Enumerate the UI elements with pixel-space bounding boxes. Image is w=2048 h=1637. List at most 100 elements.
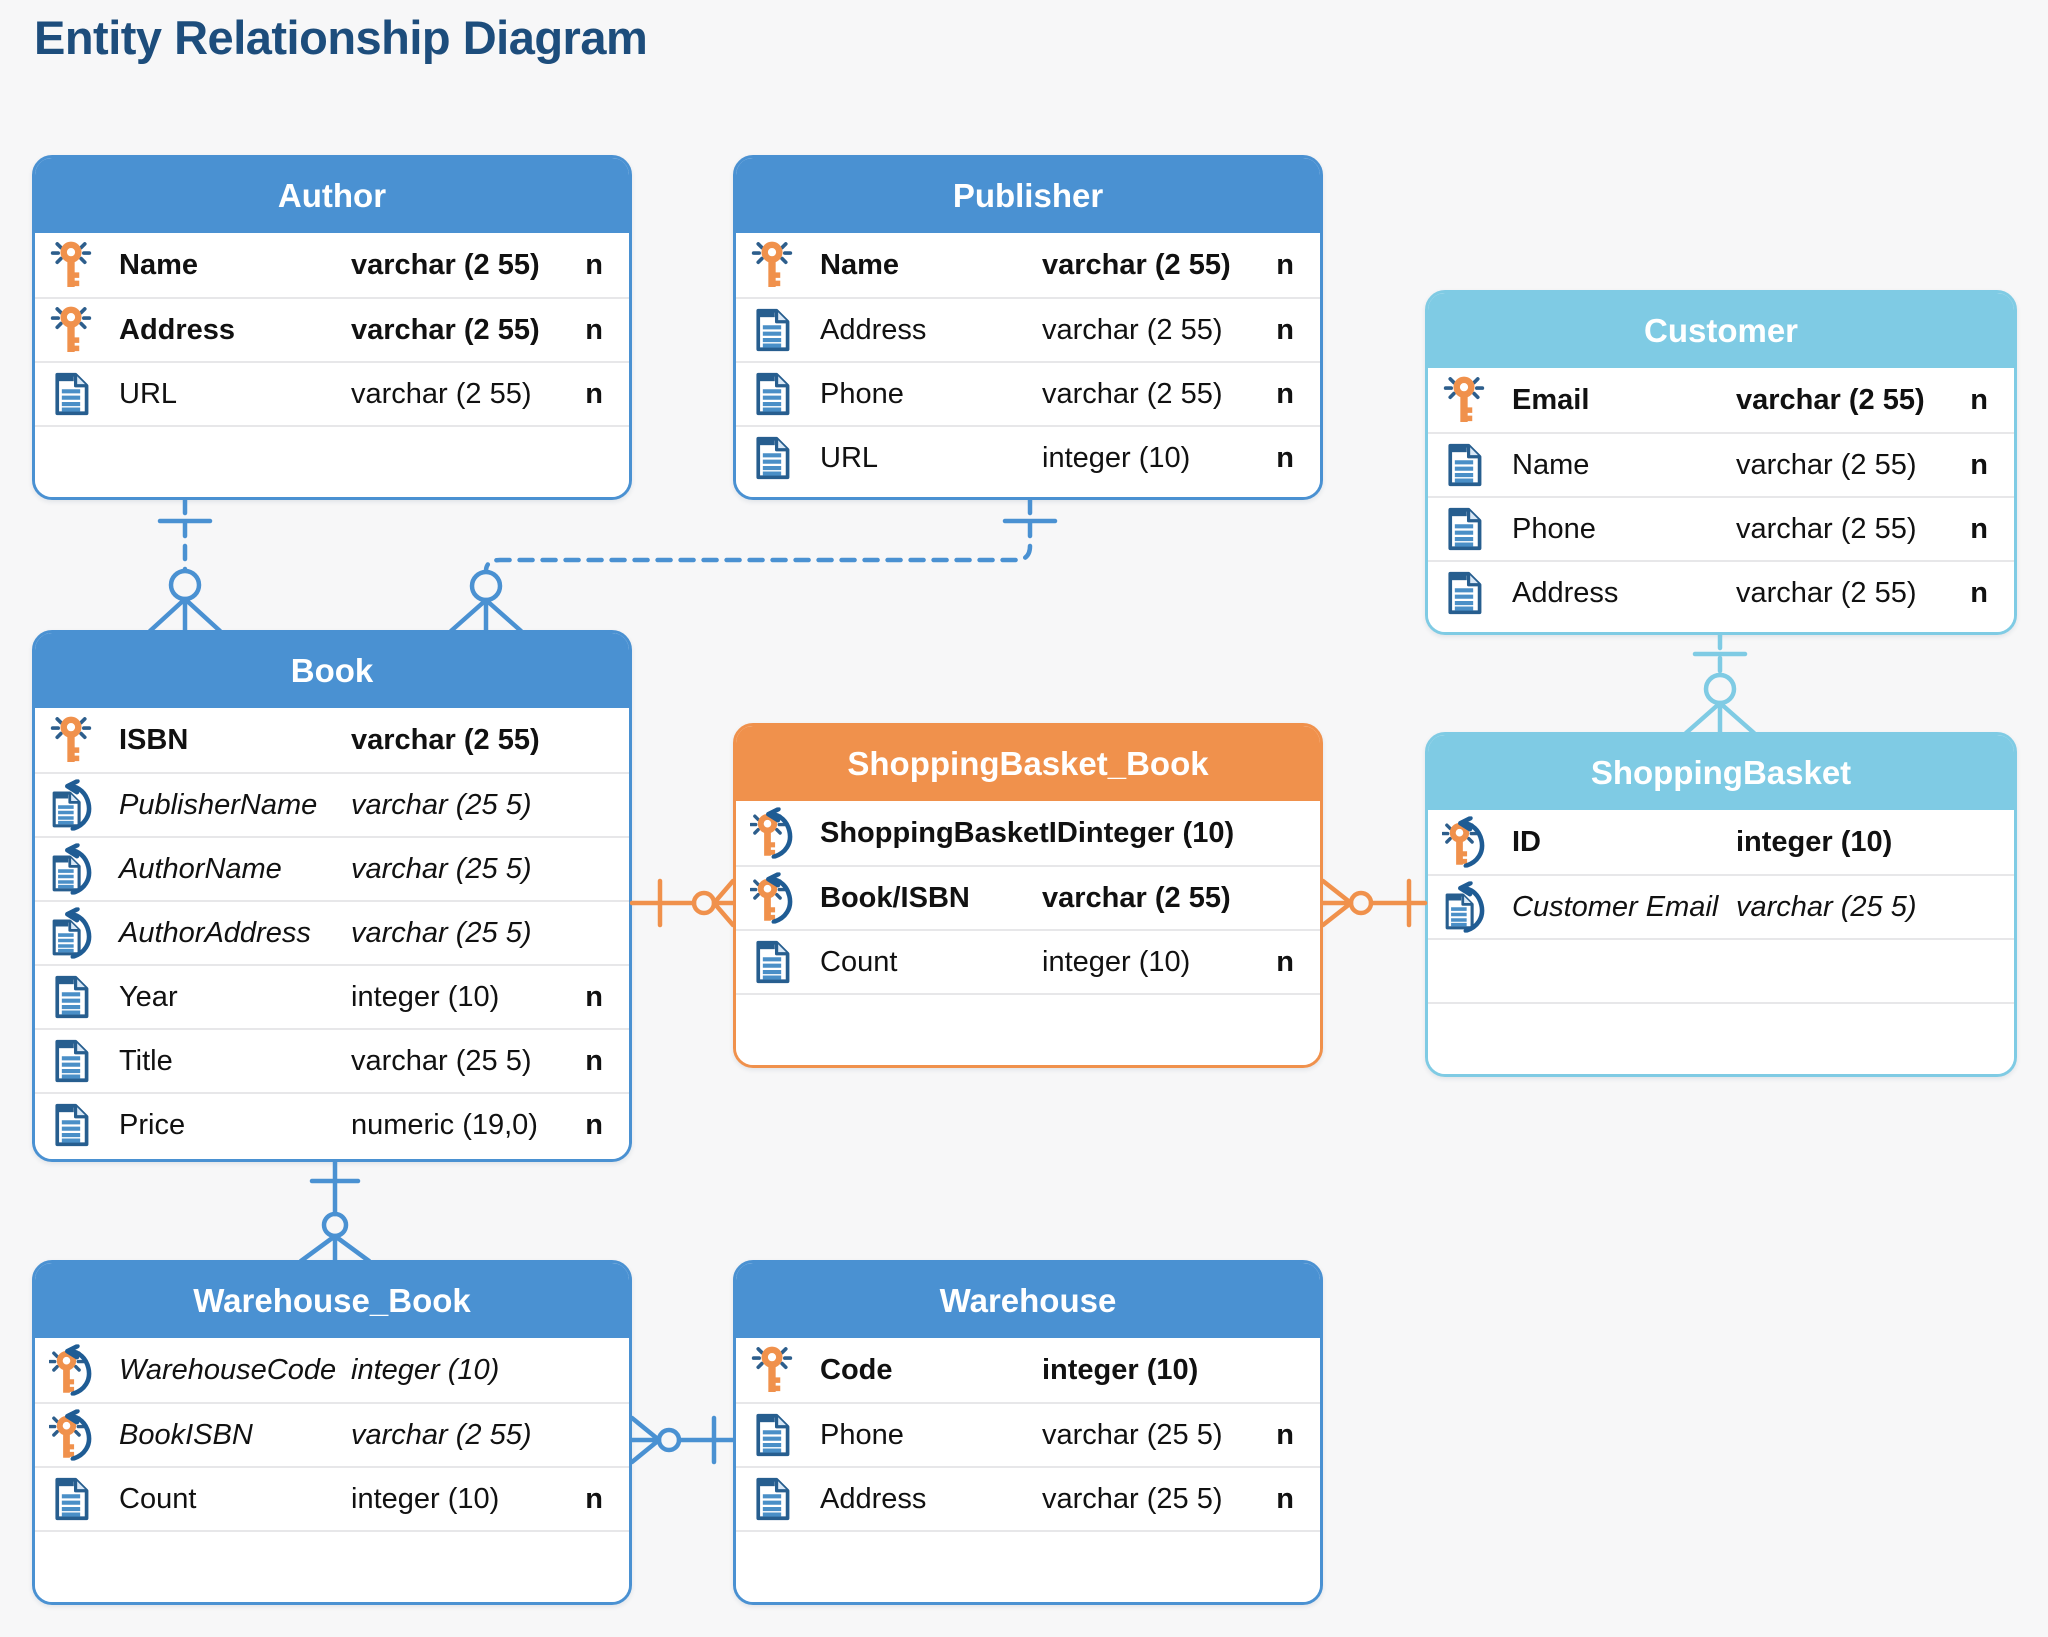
table-row: ShoppingBasketID integer (10) — [736, 801, 1320, 865]
table-row-empty — [35, 1530, 629, 1594]
table-body: ID integer (10) Customer Email varchar (… — [1428, 810, 2014, 1074]
field-nullable: n — [1276, 1418, 1294, 1451]
crow-foot — [448, 597, 524, 634]
table-row: Count integer (10) n — [35, 1466, 629, 1530]
cardinality-zero-circle — [469, 569, 503, 603]
field-type: varchar (2 55) — [1042, 248, 1231, 281]
field-name: ShoppingBasketID — [820, 816, 1078, 849]
entity-table-book[interactable]: Book ISBN varchar (2 55) PublisherName v… — [32, 630, 632, 1162]
table-row: Phone varchar (2 55) n — [1428, 496, 2014, 560]
field-nullable: n — [585, 248, 603, 281]
table-body: Name varchar (2 55) n Address varchar (2… — [35, 233, 629, 497]
cardinality-zero-circle — [1703, 672, 1737, 706]
field-nullable: n — [1276, 377, 1294, 410]
field-name: URL — [119, 377, 178, 410]
field-type: varchar (25 5) — [351, 916, 532, 949]
connector-shoppingbasket-shoppingbasket-book[interactable] — [1320, 878, 1428, 928]
table-row-empty — [736, 993, 1320, 1057]
field-type: integer (10) — [1042, 945, 1191, 978]
field-name: Name — [1512, 448, 1590, 481]
table-row: Count integer (10) n — [736, 929, 1320, 993]
document-icon — [750, 432, 794, 484]
field-nullable: n — [1276, 313, 1294, 346]
field-type: integer (10) — [1736, 825, 1893, 858]
table-title: ShoppingBasket — [1428, 735, 2014, 810]
page-title: Entity Relationship Diagram — [34, 11, 648, 64]
field-type: varchar (2 55) — [1736, 448, 1917, 481]
key-fk-icon — [49, 1409, 93, 1461]
field-type: varchar (2 55) — [1042, 881, 1231, 914]
field-nullable: n — [1970, 576, 1988, 609]
table-row: URL integer (10) n — [736, 425, 1320, 489]
connector-customer-shoppingbasket[interactable] — [1683, 632, 1757, 736]
crow-foot — [298, 1233, 372, 1264]
field-name: Book/ISBN — [820, 881, 970, 914]
field-nullable: n — [585, 1108, 603, 1141]
document-fk-icon — [49, 907, 93, 959]
table-title: Warehouse — [736, 1263, 1320, 1338]
field-name: Phone — [1512, 512, 1596, 545]
field-type: integer (10) — [351, 1482, 500, 1515]
table-row-empty — [1428, 1002, 2014, 1066]
field-nullable: n — [585, 313, 603, 346]
field-type: varchar (2 55) — [1042, 313, 1223, 346]
table-row: ISBN varchar (2 55) — [35, 708, 629, 772]
crow-foot — [1683, 700, 1757, 736]
document-icon — [750, 1473, 794, 1525]
table-row: Year integer (10) n — [35, 964, 629, 1028]
key-icon — [750, 239, 794, 291]
table-row: Title varchar (25 5) n — [35, 1028, 629, 1092]
field-name: AuthorAddress — [119, 916, 311, 949]
document-fk-icon — [49, 843, 93, 895]
field-name: Address — [1512, 576, 1619, 609]
document-icon — [49, 1035, 93, 1087]
field-name: ID — [1512, 825, 1541, 858]
table-row-empty — [736, 1530, 1320, 1594]
table-row: AuthorAddress varchar (25 5) — [35, 900, 629, 964]
key-icon — [49, 239, 93, 291]
table-title: Warehouse_Book — [35, 1263, 629, 1338]
field-name: Name — [119, 248, 198, 281]
field-nullable: n — [1276, 1482, 1294, 1515]
table-row: Address varchar (2 55) n — [1428, 560, 2014, 624]
entity-table-warehouse-book[interactable]: Warehouse_Book WarehouseCode integer (10… — [32, 1260, 632, 1605]
field-type: varchar (25 5) — [351, 788, 532, 821]
field-type: varchar (2 55) — [351, 248, 540, 281]
entity-table-warehouse[interactable]: Warehouse Code integer (10) Phone varcha… — [733, 1260, 1323, 1605]
entity-table-shoppingbasket-book[interactable]: ShoppingBasket_Book ShoppingBasketID int… — [733, 723, 1323, 1068]
table-row: Customer Email varchar (25 5) — [1428, 874, 2014, 938]
table-row-empty — [35, 425, 629, 489]
entity-table-author[interactable]: Author Name varchar (2 55) n Address var… — [32, 155, 632, 500]
crow-foot — [147, 596, 223, 634]
field-type: integer (10) — [1042, 441, 1191, 474]
document-icon — [1442, 567, 1486, 619]
crow-foot — [711, 878, 736, 928]
field-type: numeric (19,0) — [351, 1108, 538, 1141]
field-nullable: n — [585, 1044, 603, 1077]
field-type: varchar (2 55) — [1736, 383, 1925, 416]
field-nullable: n — [1970, 448, 1988, 481]
table-row: Name varchar (2 55) n — [35, 233, 629, 297]
table-row: Address varchar (25 5) n — [736, 1466, 1320, 1530]
field-type: varchar (2 55) — [1736, 512, 1917, 545]
entity-table-customer[interactable]: Customer Email varchar (2 55) n Name var… — [1425, 290, 2017, 635]
field-type: varchar (2 55) — [351, 1418, 532, 1451]
connector-book-shoppingbasket-book[interactable] — [629, 878, 736, 928]
table-row: AuthorName varchar (25 5) — [35, 836, 629, 900]
cardinality-zero-circle — [1348, 890, 1374, 916]
table-row: Phone varchar (2 55) n — [736, 361, 1320, 425]
connector-book-warehouse-book[interactable] — [298, 1159, 372, 1264]
entity-table-shoppingbasket[interactable]: ShoppingBasket ID integer (10) Customer … — [1425, 732, 2017, 1077]
cardinality-zero-circle — [691, 890, 717, 916]
field-name: Customer Email — [1512, 890, 1719, 923]
field-nullable: n — [1276, 945, 1294, 978]
connector-publisher-book[interactable] — [448, 497, 1058, 634]
connector-author-book[interactable] — [147, 497, 223, 634]
connector-warehouse-warehouse-book[interactable] — [629, 1415, 736, 1465]
table-row: BookISBN varchar (2 55) — [35, 1402, 629, 1466]
field-name: Phone — [820, 377, 904, 410]
entity-table-publisher[interactable]: Publisher Name varchar (2 55) n Address … — [733, 155, 1323, 500]
field-nullable: n — [1276, 441, 1294, 474]
field-type: integer (10) — [351, 980, 500, 1013]
